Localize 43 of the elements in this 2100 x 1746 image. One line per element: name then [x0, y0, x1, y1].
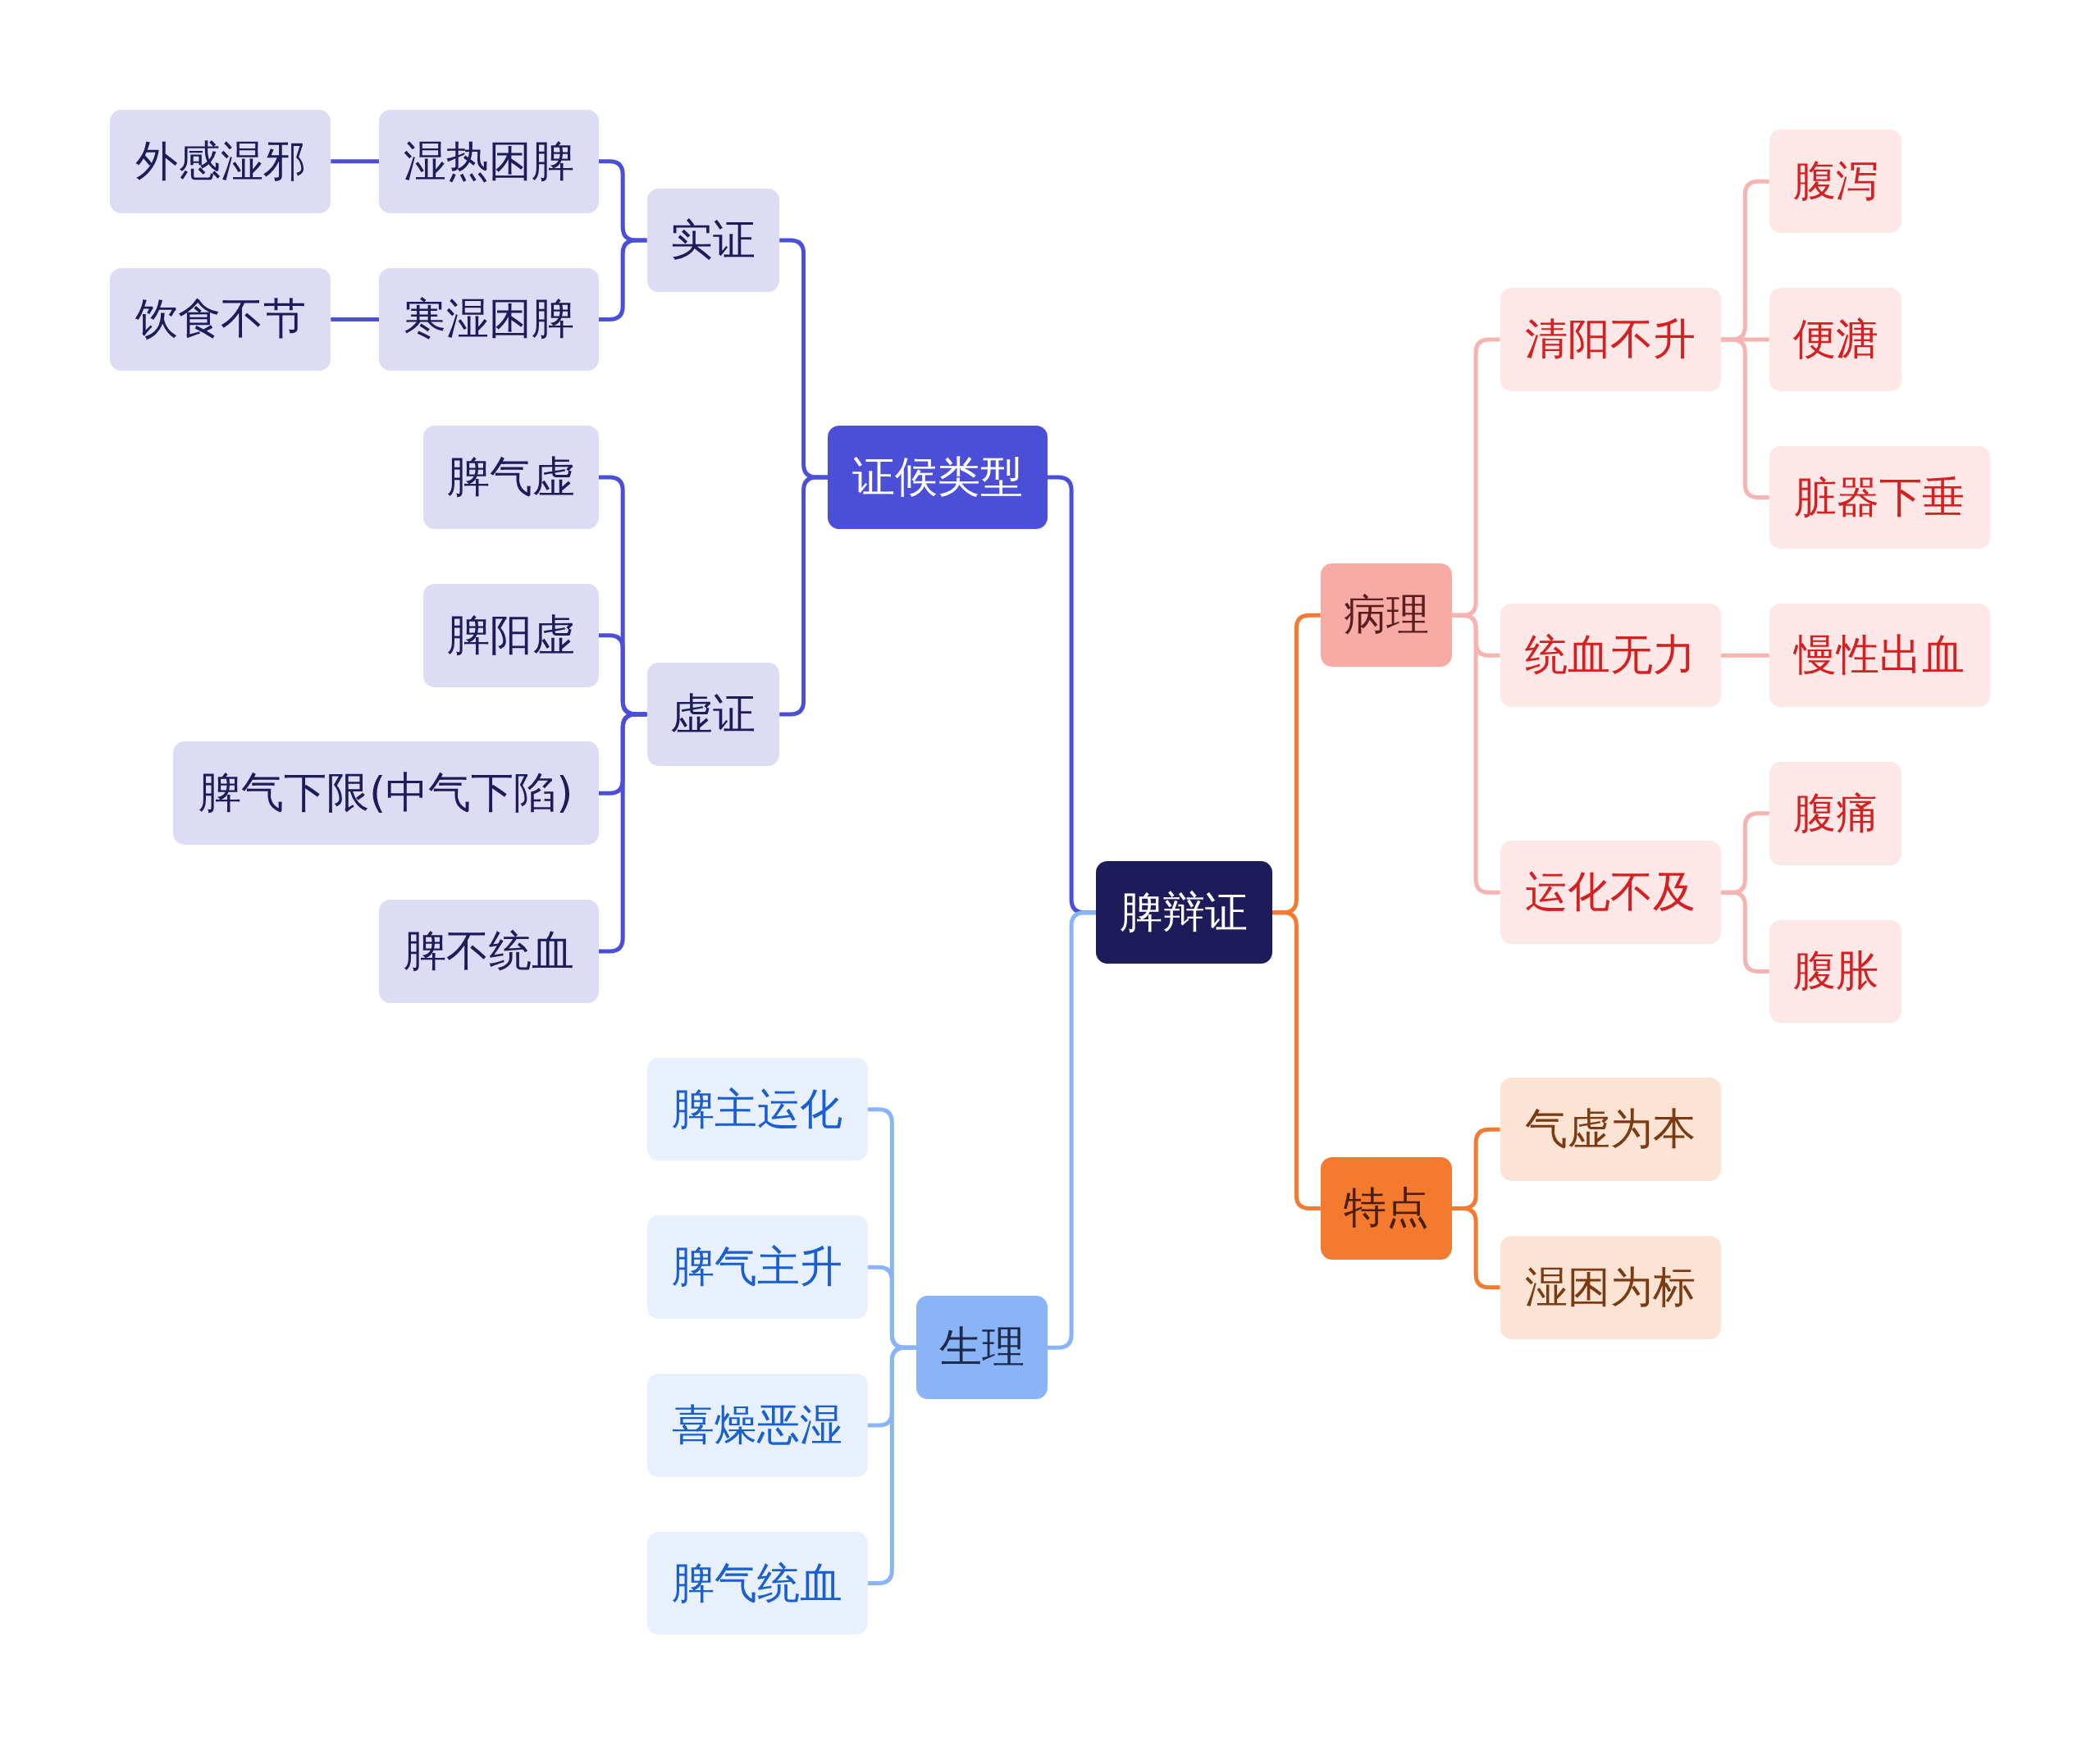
topic-box: 寒湿困脾: [379, 267, 599, 372]
connector-line: [1451, 1206, 1500, 1290]
connector-line: [1272, 910, 1321, 1210]
topic-box: 慢性出血: [1769, 604, 1991, 707]
topic-box: 腹胀: [1769, 919, 1902, 1023]
topic-box: 清阳不升: [1500, 288, 1721, 391]
topic-box: 外感湿邪: [109, 109, 331, 213]
topic-box: 运化不及: [1500, 841, 1721, 944]
topic-box: 脾气主升: [646, 1215, 868, 1320]
connector-line: [331, 317, 380, 321]
topic-box: 饮食不节: [109, 267, 331, 372]
topic-box: 脾主运化: [646, 1057, 868, 1161]
connector-line: [1047, 910, 1096, 1350]
connector-line: [1451, 613, 1500, 895]
topic-box: 虚证: [646, 663, 780, 766]
connector-line: [1720, 653, 1769, 658]
topic-box: 喜燥恶湿: [646, 1374, 868, 1477]
central-topic: 脾辩证: [1095, 860, 1272, 964]
topic-box: 腹痛: [1769, 761, 1902, 865]
connector-line: [1720, 337, 1769, 500]
topic-box: 湿热困脾: [379, 109, 599, 213]
topic-box: 病理: [1320, 563, 1452, 668]
connector-line: [598, 712, 647, 954]
topic-box: 实证: [646, 189, 780, 292]
topic-box: 脾气统血: [646, 1531, 868, 1635]
topic-box: 统血无力: [1500, 604, 1721, 707]
topic-box: 脾不统血: [379, 900, 599, 1003]
topic-box: 脾气虚: [422, 426, 599, 529]
connector-line: [779, 475, 828, 717]
topic-box: 特点: [1320, 1156, 1452, 1260]
topic-box: 脾阳虚: [422, 583, 599, 687]
topic-box: 证候类型: [827, 426, 1048, 529]
topic-box: 生理: [915, 1296, 1048, 1400]
topic-box: 湿困为标: [1500, 1235, 1721, 1339]
connector-line: [867, 1345, 916, 1586]
topic-box: 便溏: [1769, 288, 1902, 391]
topic-box: 脾气下限(中气下陷): [172, 741, 599, 846]
connector-line: [1720, 890, 1769, 973]
connector-line: [331, 159, 380, 164]
connector-line: [598, 238, 647, 321]
topic-box: 气虚为本: [1500, 1078, 1721, 1181]
topic-box: 腹泻: [1769, 130, 1902, 234]
topic-box: 脏器下垂: [1769, 445, 1991, 549]
